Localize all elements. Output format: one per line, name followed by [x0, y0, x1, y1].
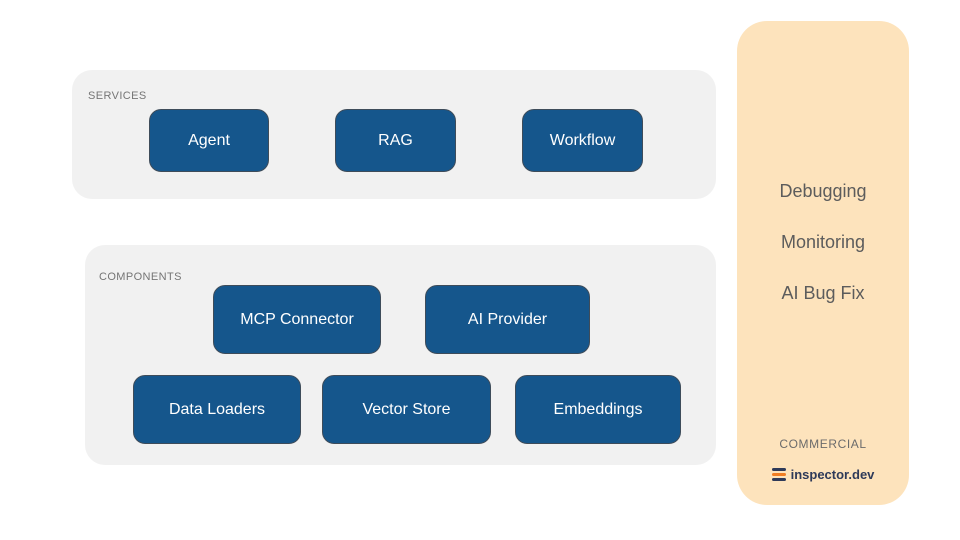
- feature-list: Debugging Monitoring AI Bug Fix: [737, 182, 909, 335]
- logo-bar-top: [771, 468, 786, 471]
- components-panel: COMPONENTS MCP Connector AI Provider Dat…: [85, 245, 716, 465]
- services-label: SERVICES: [88, 90, 147, 102]
- feature-debugging: Debugging: [779, 181, 867, 201]
- inspector-brand[interactable]: inspector.dev: [737, 467, 909, 482]
- node-vector-store[interactable]: Vector Store: [322, 375, 491, 444]
- node-ai-provider[interactable]: AI Provider: [425, 285, 590, 354]
- node-workflow[interactable]: Workflow: [522, 109, 643, 172]
- feature-ai-bug-fix: AI Bug Fix: [781, 283, 865, 303]
- commercial-label: COMMERCIAL: [779, 437, 867, 451]
- logo-bar-bottom: [771, 478, 786, 481]
- node-mcp-connector[interactable]: MCP Connector: [213, 285, 381, 354]
- feature-monitoring: Monitoring: [780, 232, 866, 252]
- node-rag[interactable]: RAG: [335, 109, 456, 172]
- commercial-sidebar-panel: Debugging Monitoring AI Bug Fix COMMERCI…: [737, 21, 909, 505]
- services-panel: SERVICES Agent RAG Workflow: [72, 70, 716, 199]
- components-label: COMPONENTS: [99, 271, 182, 283]
- node-data-loaders[interactable]: Data Loaders: [133, 375, 301, 444]
- node-agent[interactable]: Agent: [149, 109, 269, 172]
- logo-bar-middle: [771, 473, 786, 476]
- inspector-logo-icon: [771, 468, 786, 481]
- brand-name: inspector.dev: [790, 467, 875, 482]
- node-embeddings[interactable]: Embeddings: [515, 375, 681, 444]
